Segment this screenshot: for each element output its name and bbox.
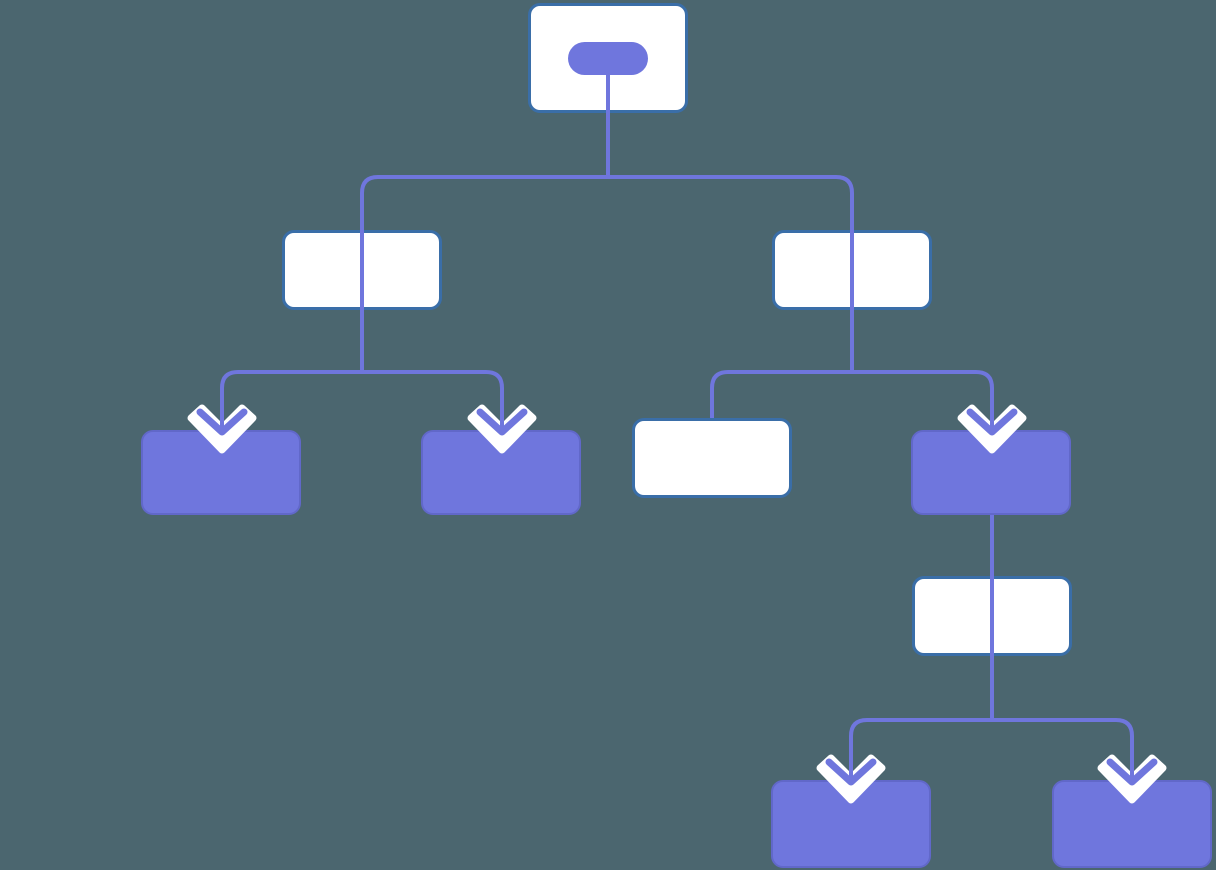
tree-node-l3-a[interactable] (141, 430, 301, 515)
tree-node-l5-a[interactable] (771, 780, 931, 868)
node-badge-pill (568, 42, 648, 75)
tree-node-l3-b[interactable] (421, 430, 581, 515)
chevron-purple-arrowhead (966, 408, 1018, 436)
chevron-purple-arrowhead (825, 758, 877, 786)
chevron-purple-arrowhead (476, 408, 528, 436)
chevron-purple-arrowhead (196, 408, 248, 436)
tree-node-l3-c[interactable] (632, 418, 792, 498)
tree-node-l3-d[interactable] (911, 430, 1071, 515)
tree-node-root[interactable] (528, 3, 688, 113)
chevron-purple-arrowhead (1106, 758, 1158, 786)
tree-node-l2-left[interactable] (282, 230, 442, 310)
tree-node-l2-right[interactable] (772, 230, 932, 310)
tree-node-l4[interactable] (912, 576, 1072, 656)
tree-node-l5-b[interactable] (1052, 780, 1212, 868)
